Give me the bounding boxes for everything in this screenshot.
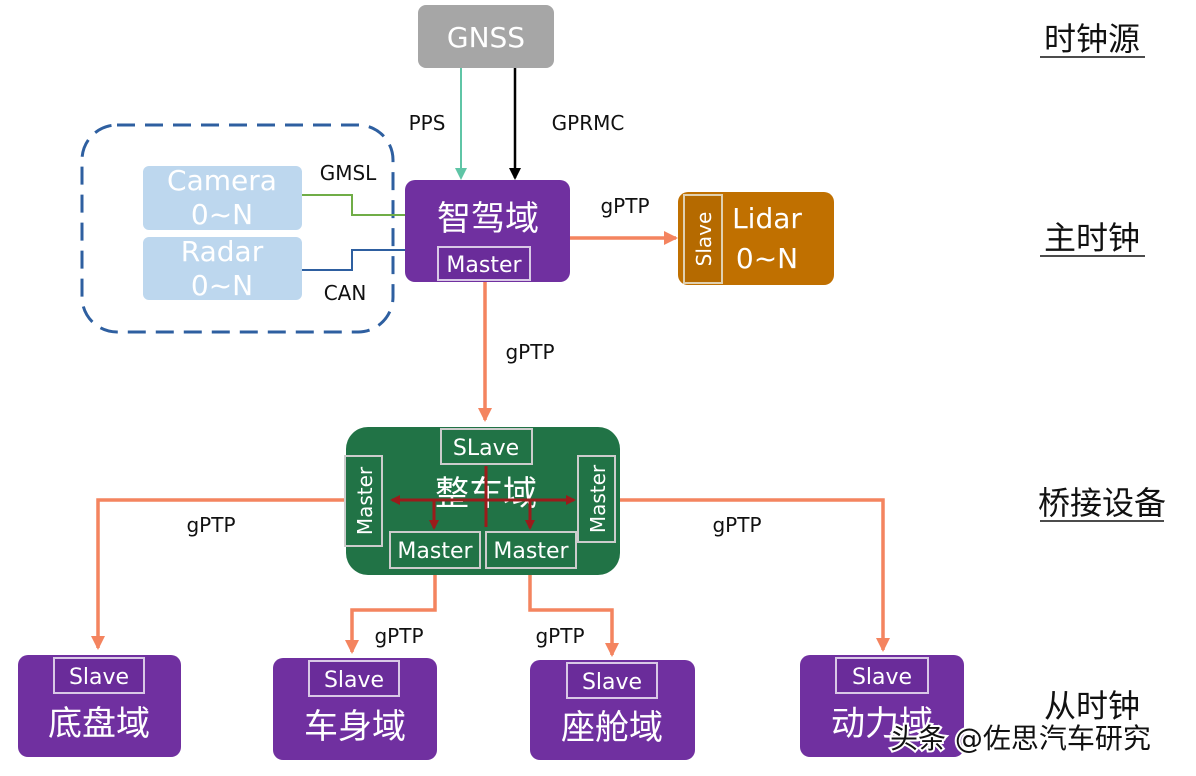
gptp-label: gPTP xyxy=(712,513,761,537)
gptp-label: gPTP xyxy=(186,513,235,537)
radar-count: 0~N xyxy=(191,269,253,302)
gptp-to-body xyxy=(345,575,437,654)
watermark: 头条 @佐思汽车研究 xyxy=(890,722,1151,755)
vehicle-bottom-right-role: Master xyxy=(493,539,569,564)
cockpit-domain-node: Slave 座舱域 xyxy=(530,660,695,760)
gnss-node: GNSS xyxy=(418,5,554,68)
camera-count: 0~N xyxy=(191,198,253,231)
gptp-label: gPTP xyxy=(374,624,423,648)
pps-label: PPS xyxy=(409,111,446,135)
powertrain-role: Slave xyxy=(852,665,912,690)
camera-node: Camera 0~N xyxy=(143,164,302,231)
lidar-node: Slave Lidar 0~N xyxy=(678,192,834,285)
camera-label: Camera xyxy=(167,164,277,197)
sensor-group xyxy=(80,123,395,334)
body-label: 车身域 xyxy=(304,707,406,747)
chassis-label: 底盘域 xyxy=(48,704,150,744)
tier-master-clock: 主时钟 xyxy=(1044,219,1140,257)
chassis-role: Slave xyxy=(69,665,129,690)
can-label: CAN xyxy=(324,281,367,305)
lidar-count: 0~N xyxy=(736,242,798,275)
gprmc-label: GPRMC xyxy=(552,111,625,135)
gptp-label: gPTP xyxy=(535,624,584,648)
tier-labels: 时钟源 主时钟 桥接设备 从时钟 xyxy=(1038,20,1166,725)
lidar-label: Lidar xyxy=(732,202,802,235)
vehicle-top-role: SLave xyxy=(453,436,519,461)
chassis-domain-node: Slave 底盘域 xyxy=(18,655,181,757)
adas-role: Master xyxy=(446,253,522,278)
gptp-to-powertrain xyxy=(620,498,890,652)
gmsl-link xyxy=(302,194,405,216)
powertrain-domain-node: Slave 动力域 xyxy=(800,655,964,757)
adas-domain-node: 智驾域 Master xyxy=(405,180,570,282)
cockpit-label: 座舱域 xyxy=(561,708,663,748)
gptp-label: gPTP xyxy=(505,340,554,364)
vehicle-left-role: Master xyxy=(353,466,377,535)
lidar-role: Slave xyxy=(692,212,716,267)
tier-clock-source: 时钟源 xyxy=(1044,20,1140,58)
tier-bridge: 桥接设备 xyxy=(1038,484,1166,522)
vehicle-bottom-left-role: Master xyxy=(397,539,473,564)
body-role: Slave xyxy=(324,668,384,693)
gmsl-label: GMSL xyxy=(320,161,377,185)
gnss-label: GNSS xyxy=(447,21,525,54)
cockpit-role: Slave xyxy=(582,670,642,695)
vehicle-right-role: Master xyxy=(586,464,610,533)
gptp-to-chassis xyxy=(91,498,346,650)
body-domain-node: Slave 车身域 xyxy=(273,658,437,760)
can-link xyxy=(302,249,405,271)
adas-label: 智驾域 xyxy=(437,199,539,239)
radar-node: Radar 0~N xyxy=(143,235,302,302)
gptp-label: gPTP xyxy=(600,194,649,218)
powertrain-label: 动力域 xyxy=(831,704,933,744)
tier-slave-clock: 从时钟 xyxy=(1044,687,1140,725)
gptp-to-cockpit xyxy=(528,575,619,657)
radar-label: Radar xyxy=(181,235,264,268)
vehicle-domain-node: SLave Master Master 整车域 Master Master xyxy=(344,427,620,575)
